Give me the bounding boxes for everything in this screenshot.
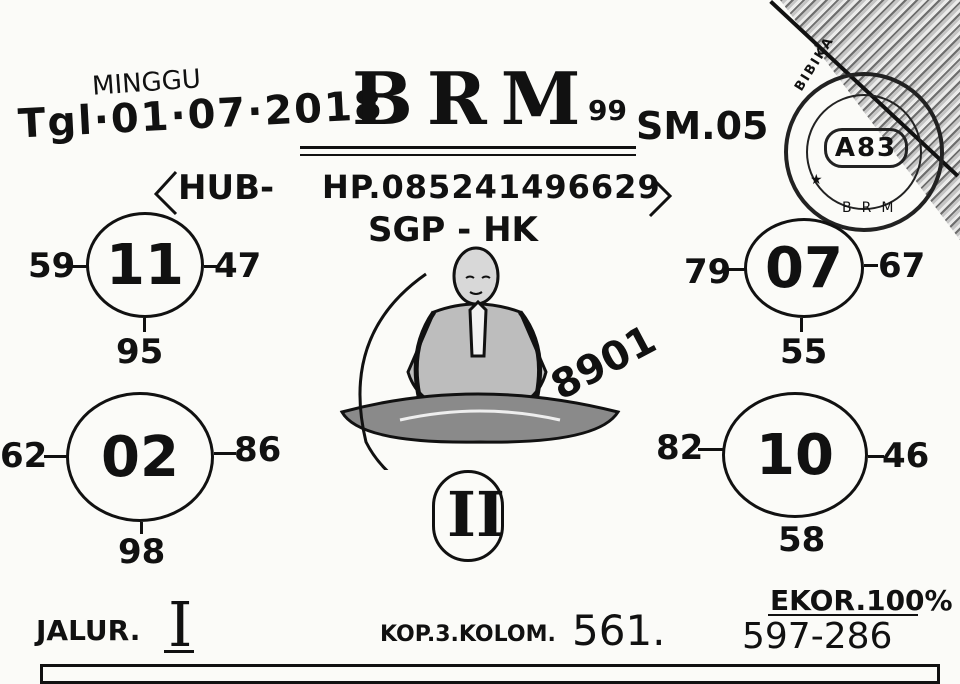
arrow-right [214, 452, 236, 455]
arrow-right [204, 265, 218, 268]
session-label: SM.05 [636, 104, 769, 148]
right-top-left-number: 79 [684, 252, 732, 292]
arrow-down [143, 318, 146, 332]
left-top-right-number: 47 [214, 246, 262, 286]
right-top-bottom-number: 55 [780, 332, 828, 372]
circle-left-bottom: 02 [66, 392, 214, 522]
title-underline-2 [300, 154, 636, 156]
page-title: BRM [352, 56, 595, 141]
date-label: Tgl·01·07·2018 [17, 82, 385, 148]
left-bracket-icon [153, 170, 178, 216]
stamp-seal: BIBIKA A83 ★ BRM [784, 34, 944, 232]
circle-right-top: 07 [744, 218, 864, 318]
kop-value: 561. [572, 606, 666, 655]
right-bracket-icon [648, 174, 673, 218]
roman-numeral: II [447, 478, 506, 551]
bottom-border [40, 664, 940, 684]
title-underline [300, 146, 636, 149]
circle-right-bottom: 10 [722, 392, 868, 518]
arrow-left [44, 455, 68, 458]
right-bottom-bottom-number: 58 [778, 520, 826, 560]
circle-left-top: 11 [86, 212, 204, 318]
roman-numeral-box [432, 470, 504, 562]
monk-figure-icon [339, 246, 621, 470]
arrow-down [140, 522, 143, 534]
right-bottom-left-number: 82 [656, 428, 704, 468]
market-label: SGP - HK [368, 210, 538, 250]
jalur-value: I [168, 588, 193, 661]
stamp-bottom-text: BRM [842, 200, 904, 216]
left-top-bottom-number: 95 [116, 332, 164, 372]
right-bottom-right-number: 46 [882, 436, 930, 476]
left-bottom-right-number: 86 [234, 430, 282, 470]
stamp-code: A83 [824, 128, 908, 168]
arrow-left [698, 448, 724, 451]
hub-label: HUB- [178, 168, 275, 208]
stamp-inner-ring [806, 94, 922, 210]
phone-number: HP.085241496629 [322, 168, 661, 206]
kop-label: KOP.3.KOLOM. [380, 622, 556, 647]
right-top-right-number: 67 [878, 246, 926, 286]
jalur-underline [164, 650, 194, 653]
left-bottom-bottom-number: 98 [118, 532, 166, 572]
arrow-left [66, 265, 88, 268]
arrow-left [724, 268, 746, 271]
title-superscript: 99 [588, 94, 627, 127]
arrow-down [800, 318, 803, 332]
ekor-underline [768, 614, 918, 616]
arrow-right [864, 264, 878, 267]
star-icon: ★ [810, 172, 823, 188]
jalur-label: JALUR. [36, 614, 141, 647]
arrow-right [868, 455, 884, 458]
ekor-label: EKOR.100% [770, 584, 953, 617]
ekor-value: 597-286 [742, 616, 893, 657]
left-bottom-left-number: 62 [0, 436, 48, 476]
